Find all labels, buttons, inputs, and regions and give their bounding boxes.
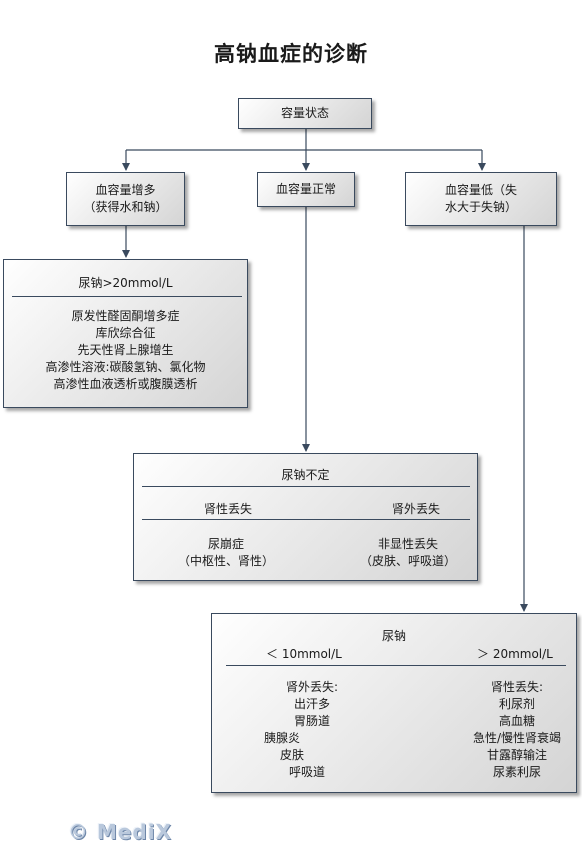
low-detail-right-item: 急性/慢性肾衰竭 (472, 731, 562, 745)
normal-detail-right-body: 非显性丢失 （皮肤、呼吸道） (359, 537, 456, 568)
normal-detail-right-head: 肾外丢失 (392, 502, 441, 516)
diagram-title: 高钠血症的诊断 (214, 42, 368, 66)
high-detail-item: 高渗性溶液:碳酸氢钠、氯化物 (45, 360, 206, 374)
root-box: 容量状态 (238, 98, 372, 129)
low-detail-right-item: 高血糖 (498, 714, 535, 728)
low-volume-detail-box: 尿钠 ＜ 10mmol/L ＞ 20mmol/L 肾外丢失: 出汗多 胃肠道 胰… (211, 613, 577, 793)
low-detail-right-title: 肾性丢失: (490, 680, 544, 694)
low-detail-right-item: 尿素利尿 (492, 765, 541, 779)
high-volume-detail-box: 尿钠>20mmol/L 原发性醛固酮增多症 库欣综合征 先天性肾上腺增生 高渗性… (3, 259, 248, 408)
normal-detail-divider-mid (142, 519, 470, 520)
low-detail-right-head: ＞ 20mmol/L (477, 647, 553, 661)
low-detail-left-item: 胰腺炎 (264, 731, 301, 745)
normal-detail-left-body: 尿崩症 （中枢性、肾性） (177, 537, 274, 568)
low-detail-left-item: 出汗多 (294, 697, 331, 711)
high-detail-item: 高渗性血液透析或腹膜透析 (53, 377, 198, 391)
low-detail-left-head: ＜ 10mmol/L (266, 647, 342, 661)
low-detail-header: 尿钠 (381, 629, 406, 643)
high-detail-header: 尿钠>20mmol/L (78, 276, 173, 290)
branch-low-volume: 血容量低（失 水大于失钠） (405, 172, 557, 226)
root-label: 容量状态 (280, 106, 329, 120)
low-detail-left-item: 皮肤 (280, 748, 305, 762)
low-detail-left-item: 呼吸道 (289, 765, 326, 779)
medix-logo: © MediX (68, 820, 173, 844)
branch-high-volume: 血容量增多 （获得水和钠） (66, 172, 185, 226)
low-detail-right-item: 甘露醇输注 (486, 748, 547, 762)
high-detail-list: 原发性醛固酮增多症 库欣综合征 先天性肾上腺增生 高渗性溶液:碳酸氢钠、氯化物 … (4, 308, 247, 393)
high-detail-item: 库欣综合征 (95, 326, 156, 340)
normal-volume-detail-box: 尿钠不定 肾性丢失 肾外丢失 尿崩症 （中枢性、肾性） 非显性丢失 （皮肤、呼吸… (133, 453, 478, 581)
low-detail-left-title: 肾外丢失: (286, 680, 339, 694)
high-detail-item: 先天性肾上腺增生 (77, 343, 174, 357)
branch-low-label: 血容量低（失 水大于失钠） (444, 183, 517, 214)
high-detail-divider (12, 296, 242, 297)
high-detail-item: 原发性醛固酮增多症 (71, 309, 180, 323)
low-detail-right-item: 利尿剂 (498, 697, 535, 711)
branch-normal-volume: 血容量正常 (257, 172, 355, 207)
branch-normal-label: 血容量正常 (275, 182, 336, 196)
branch-high-label: 血容量增多 （获得水和钠） (83, 183, 168, 214)
normal-detail-left-head: 肾性丢失 (204, 502, 253, 516)
normal-detail-header: 尿钠不定 (281, 468, 330, 482)
normal-detail-divider-top (142, 486, 470, 487)
low-detail-left-item: 胃肠道 (294, 714, 331, 728)
low-detail-divider (226, 665, 566, 666)
